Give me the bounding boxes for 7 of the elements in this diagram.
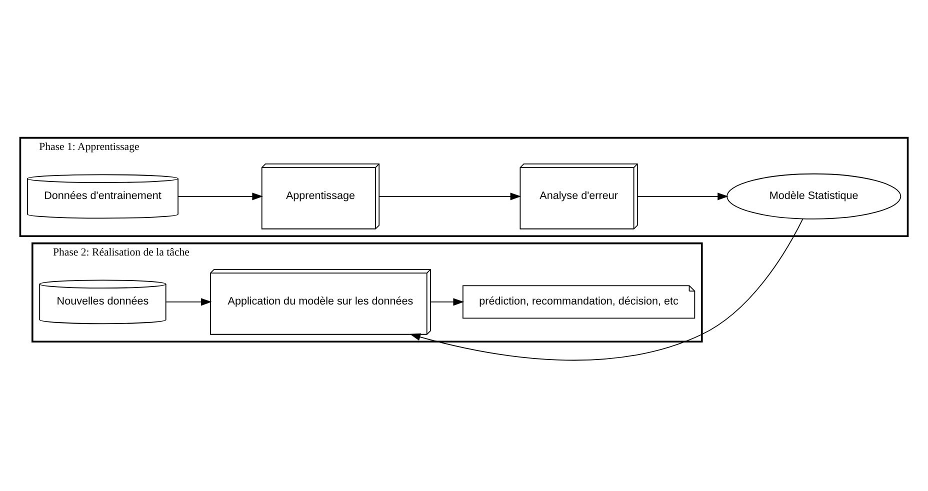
arrow: [430, 298, 464, 306]
arrow: [166, 298, 212, 306]
arrow: [378, 192, 522, 200]
arrow: [410, 218, 804, 361]
arrow: [178, 192, 264, 200]
arrow: [637, 192, 728, 200]
node-ellipse: Modèle Statistique: [726, 173, 902, 220]
